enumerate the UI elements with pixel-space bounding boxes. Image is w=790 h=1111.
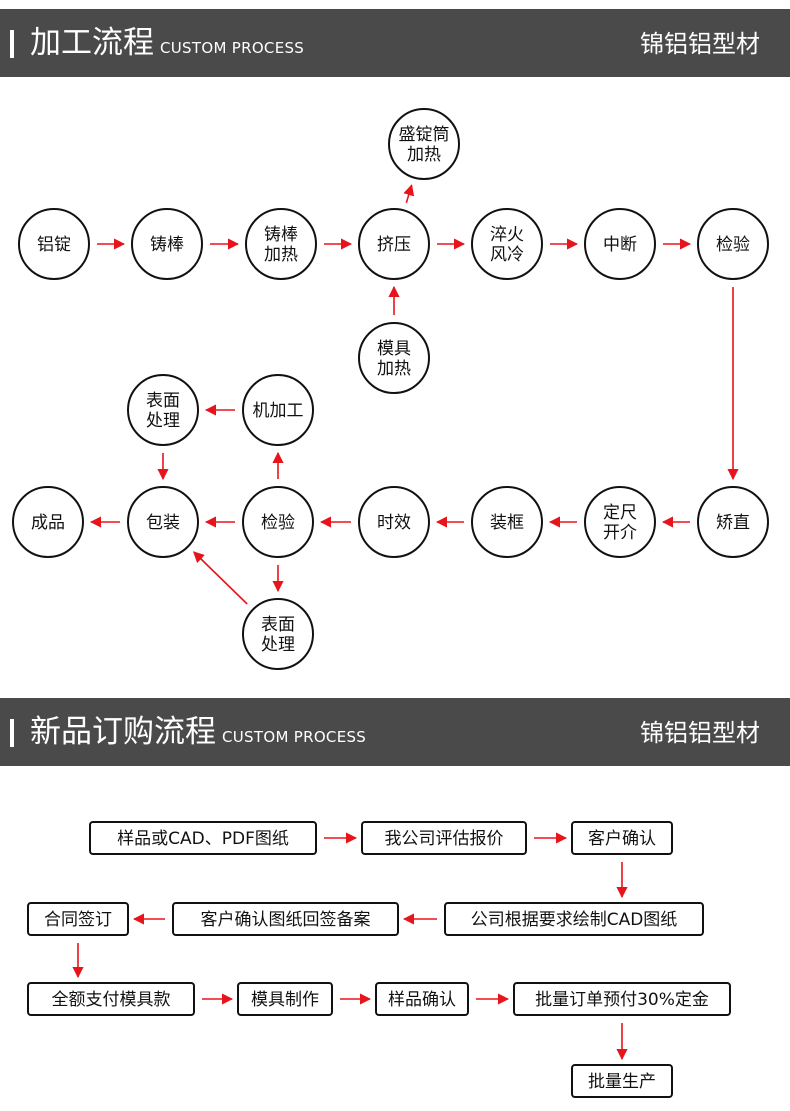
order-step-label: 模具制作	[251, 990, 319, 1010]
process-node-label: 定尺	[603, 503, 637, 523]
process-node: 挤压	[358, 208, 430, 280]
process-node-label: 时效	[377, 513, 411, 533]
process-node-label: 加热	[407, 145, 441, 165]
order-step-label: 批量订单预付30%定金	[535, 990, 709, 1010]
order-subtitle: CUSTOM PROCESS	[222, 728, 367, 746]
order-step: 样品或CAD、PDF图纸	[89, 821, 317, 855]
process-node-label: 中断	[603, 235, 637, 255]
process-node-label: 包装	[146, 513, 180, 533]
order-brand: 锦铝铝型材	[640, 719, 760, 747]
order-step: 模具制作	[237, 982, 333, 1016]
process-node-label: 检验	[261, 513, 295, 533]
process-node: 检验	[697, 208, 769, 280]
process-node: 检验	[242, 486, 314, 558]
flow-arrow	[193, 551, 248, 605]
order-step: 公司根据要求绘制CAD图纸	[444, 902, 704, 936]
order-step: 合同签订	[27, 902, 129, 936]
process-node-label: 淬火	[490, 225, 524, 245]
process-node-label: 机加工	[253, 401, 304, 421]
process-node-label: 表面	[146, 391, 180, 411]
process-node: 铝锭	[18, 208, 90, 280]
order-step-label: 全额支付模具款	[52, 990, 171, 1010]
order-step: 批量生产	[571, 1064, 673, 1098]
order-step: 客户确认	[571, 821, 673, 855]
order-step-label: 批量生产	[588, 1072, 656, 1092]
order-step-label: 客户确认	[588, 829, 656, 849]
order-step: 客户确认图纸回签备案	[172, 902, 399, 936]
order-step-label: 合同签订	[44, 910, 112, 930]
process-node: 成品	[12, 486, 84, 558]
process-node-label: 挤压	[377, 235, 411, 255]
process-node: 矫直	[697, 486, 769, 558]
order-step: 批量订单预付30%定金	[513, 982, 731, 1016]
process-node-label: 成品	[31, 513, 65, 533]
process-node-label: 矫直	[716, 513, 750, 533]
process-node-label: 加热	[264, 245, 298, 265]
process-node: 铸棒	[131, 208, 203, 280]
banner-accent-bar	[10, 719, 14, 747]
flow-arrow	[403, 184, 415, 204]
process-node: 机加工	[242, 374, 314, 446]
process-node-label: 加热	[377, 359, 411, 379]
order-step-label: 公司根据要求绘制CAD图纸	[471, 910, 678, 930]
process-node-label: 表面	[261, 615, 295, 635]
process-node-label: 铸棒	[264, 225, 298, 245]
process-subtitle: CUSTOM PROCESS	[160, 39, 305, 57]
process-node-label: 风冷	[490, 245, 524, 265]
order-step-label: 样品确认	[388, 990, 456, 1010]
order-step: 全额支付模具款	[27, 982, 195, 1016]
process-node-label: 处理	[146, 411, 180, 431]
process-node-label: 开介	[603, 523, 637, 543]
process-node-label: 铸棒	[150, 235, 184, 255]
order-step: 样品确认	[375, 982, 469, 1016]
process-node: 装框	[471, 486, 543, 558]
banner-accent-bar	[10, 30, 14, 58]
process-node-label: 模具	[377, 339, 411, 359]
order-step-label: 我公司评估报价	[385, 829, 504, 849]
process-node: 中断	[584, 208, 656, 280]
process-brand: 锦铝铝型材	[640, 30, 760, 58]
process-node-label: 铝锭	[37, 235, 71, 255]
order-step-label: 客户确认图纸回签备案	[201, 910, 371, 930]
order-step-label: 样品或CAD、PDF图纸	[117, 829, 289, 849]
order-step: 我公司评估报价	[361, 821, 527, 855]
process-node-label: 检验	[716, 235, 750, 255]
process-node: 时效	[358, 486, 430, 558]
process-node-label: 装框	[490, 513, 524, 533]
process-node-label: 处理	[261, 635, 295, 655]
process-node: 包装	[127, 486, 199, 558]
process-node-label: 盛锭筒	[399, 125, 450, 145]
